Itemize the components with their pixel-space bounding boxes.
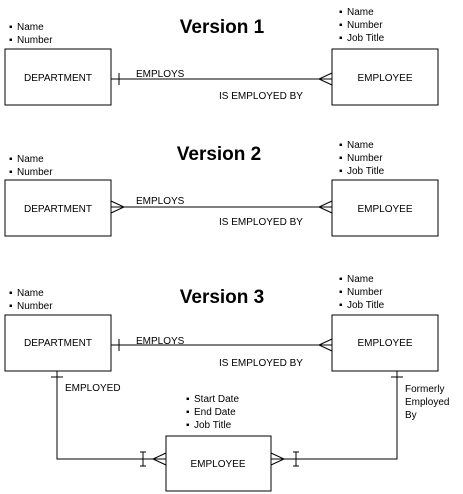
v1-employee-box[interactable] xyxy=(331,48,439,106)
v2-department-attr-bullet: ▪ xyxy=(9,154,13,165)
version-3-title: Version 3 xyxy=(180,287,265,308)
v1-crows-foot-marker xyxy=(317,72,333,86)
v3-right-connector: Formerly Employed By xyxy=(270,371,449,467)
v3-employee-attr-bullet: ▪ xyxy=(339,274,343,285)
version-3-group: Version 3 ▪ Name ▪ Number ▪ Name ▪ Numbe… xyxy=(4,274,449,492)
v3-employment-entity[interactable]: EMPLOYEE xyxy=(165,435,272,492)
version-2-group: Version 2 ▪ Name ▪ Number ▪ Name ▪ Numbe… xyxy=(4,140,439,237)
v3-employment-attr-bullet: ▪ xyxy=(186,407,190,418)
v3-employment-attr-job-title: Job Title xyxy=(194,420,232,431)
version-1-title: Version 1 xyxy=(180,17,265,38)
v2-employee-attr-name: Name xyxy=(347,140,374,151)
v1-employs-label: EMPLOYS xyxy=(136,69,185,80)
v3-employment-attr-bullet: ▪ xyxy=(186,394,190,405)
v3-department-attr-bullet: ▪ xyxy=(9,301,13,312)
v3-employee-box[interactable] xyxy=(331,314,439,372)
v3-employee-attr-bullet: ▪ xyxy=(339,300,343,311)
v3-employee-label: EMPLOYEE xyxy=(357,338,412,349)
v1-employee-attr-job-title: Job Title xyxy=(347,33,385,44)
v3-department-box[interactable] xyxy=(4,314,112,372)
v3-employment-attr-end-date: End Date xyxy=(194,407,236,418)
v1-employee-attr-number: Number xyxy=(347,20,383,31)
v2-employee-attr-job-title: Job Title xyxy=(347,166,385,177)
v2-department-box[interactable] xyxy=(4,179,112,237)
v3-employed-by-label: IS EMPLOYED BY xyxy=(219,358,303,369)
v3-employment-attributes: ▪ Start Date ▪ End Date ▪ Job Title xyxy=(186,394,239,431)
v2-crows-foot-marker-left xyxy=(110,200,126,214)
v1-relationship: EMPLOYS IS EMPLOYED BY xyxy=(111,69,333,102)
v3-employment-box[interactable] xyxy=(165,435,272,492)
v3-employed-label: EMPLOYED xyxy=(65,383,121,394)
v3-employee-attr-bullet: ▪ xyxy=(339,287,343,298)
v1-department-attributes: ▪ Name ▪ Number xyxy=(9,22,53,46)
v2-relationship: EMPLOYS IS EMPLOYED BY xyxy=(110,196,333,228)
v1-department-label: DEPARTMENT xyxy=(24,73,92,84)
v3-employment-label: EMPLOYEE xyxy=(190,459,245,470)
v1-department-box[interactable] xyxy=(4,48,112,106)
v1-department-entity[interactable]: DEPARTMENT xyxy=(4,48,112,106)
v2-department-attr-number: Number xyxy=(17,167,53,178)
v1-employee-attr-bullet: ▪ xyxy=(339,7,343,18)
v2-department-attributes: ▪ Name ▪ Number xyxy=(9,154,53,178)
v3-employment-attr-bullet: ▪ xyxy=(186,420,190,431)
v2-employee-attr-bullet: ▪ xyxy=(339,166,343,177)
v1-department-attr-name: Name xyxy=(17,22,44,33)
v2-crows-foot-marker-right xyxy=(317,200,333,214)
v1-employee-attr-bullet: ▪ xyxy=(339,33,343,44)
v2-department-attr-bullet: ▪ xyxy=(9,167,13,178)
v3-by-label: By xyxy=(405,410,417,421)
v3-left-connector-line xyxy=(56,371,166,460)
v1-department-attr-bullet: ▪ xyxy=(9,22,13,33)
v3-department-attributes: ▪ Name ▪ Number xyxy=(9,288,53,312)
v3-employee-attr-name: Name xyxy=(347,274,374,285)
v1-employee-attr-name: Name xyxy=(347,7,374,18)
v2-employee-attr-bullet: ▪ xyxy=(339,140,343,151)
v2-employee-entity[interactable]: EMPLOYEE xyxy=(331,179,439,237)
v3-employee-attributes: ▪ Name ▪ Number ▪ Job Title xyxy=(339,274,385,311)
v2-employee-label: EMPLOYEE xyxy=(357,204,412,215)
v3-right-connector-line xyxy=(271,371,398,460)
v2-employee-box[interactable] xyxy=(331,179,439,237)
v3-department-attr-number: Number xyxy=(17,301,53,312)
v3-employs-label: EMPLOYS xyxy=(136,336,185,347)
v1-department-attr-number: Number xyxy=(17,35,53,46)
v1-department-attr-bullet: ▪ xyxy=(9,35,13,46)
v1-employee-attributes: ▪ Name ▪ Number ▪ Job Title xyxy=(339,7,385,44)
v1-employee-attr-bullet: ▪ xyxy=(339,20,343,31)
v2-department-entity[interactable]: DEPARTMENT xyxy=(4,179,112,237)
v3-left-connector: EMPLOYED xyxy=(51,371,167,467)
version-2-title: Version 2 xyxy=(177,144,262,165)
v3-employee-entity[interactable]: EMPLOYEE xyxy=(331,314,439,372)
v3-relationship: EMPLOYS IS EMPLOYED BY xyxy=(111,336,333,369)
v2-department-label: DEPARTMENT xyxy=(24,204,92,215)
v3-formerly-label: Formerly xyxy=(405,384,444,395)
v2-employee-attr-number: Number xyxy=(347,153,383,164)
v3-department-entity[interactable]: DEPARTMENT xyxy=(4,314,112,372)
v1-employee-entity[interactable]: EMPLOYEE xyxy=(331,48,439,106)
v2-employee-attr-bullet: ▪ xyxy=(339,153,343,164)
v1-employee-label: EMPLOYEE xyxy=(357,73,412,84)
v2-department-attr-name: Name xyxy=(17,154,44,165)
v3-department-attr-name: Name xyxy=(17,288,44,299)
v3-department-attr-bullet: ▪ xyxy=(9,288,13,299)
v3-right-crows-foot-marker xyxy=(270,452,286,466)
v3-employee-attr-number: Number xyxy=(347,287,383,298)
v3-crows-foot-marker xyxy=(317,338,333,352)
v2-employs-label: EMPLOYS xyxy=(136,196,185,207)
v3-employment-attr-start-date: Start Date xyxy=(194,394,239,405)
v2-employed-by-label: IS EMPLOYED BY xyxy=(219,217,303,228)
v2-employee-attributes: ▪ Name ▪ Number ▪ Job Title xyxy=(339,140,385,177)
v3-department-label: DEPARTMENT xyxy=(24,338,92,349)
version-1-group: Version 1 ▪ Name ▪ Number ▪ Name ▪ Numbe… xyxy=(4,7,439,106)
v1-employed-by-label: IS EMPLOYED BY xyxy=(219,91,303,102)
v3-left-crows-foot-marker xyxy=(151,452,167,466)
v3-employee-attr-job-title: Job Title xyxy=(347,300,385,311)
v3-employed-label-line: Employed xyxy=(405,397,449,408)
